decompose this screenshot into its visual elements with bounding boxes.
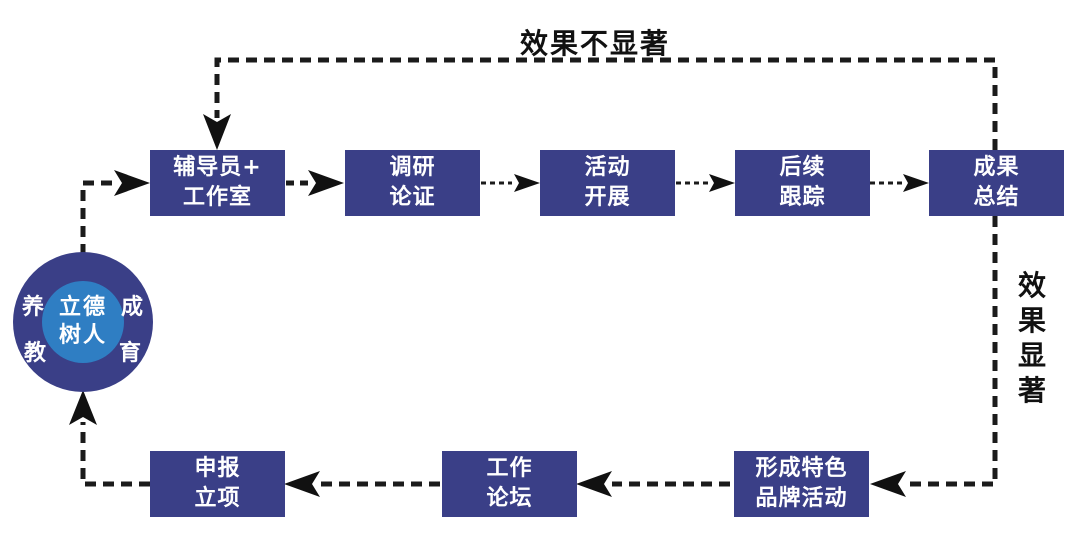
loop-not-significant: [214, 57, 998, 150]
box-line: 跟踪: [779, 185, 826, 210]
box-line: 后续: [779, 155, 826, 180]
label-significant: 效 果 显 著: [1013, 268, 1053, 408]
box-line: 成果: [973, 155, 1020, 180]
box-counselor-studio: 辅导员+ 工作室: [150, 150, 285, 216]
box-line: 立项: [194, 486, 241, 511]
box-line: 调研: [389, 155, 436, 180]
core-line: 树人: [58, 323, 107, 348]
arrowhead-b3: [514, 174, 540, 192]
box-apply-project: 申报 立项: [150, 451, 285, 517]
label-char: 果: [1017, 304, 1048, 337]
box-line: 辅导员+: [173, 155, 262, 180]
box-line: 品牌活动: [755, 486, 848, 511]
arrowhead-b5: [903, 174, 929, 192]
box-followup: 后续 跟踪: [735, 150, 870, 216]
arrowhead-b1: [114, 170, 150, 196]
arrowhead-loop: [203, 114, 231, 150]
arrowhead-b8: [284, 471, 320, 497]
box-forum: 工作 论坛: [442, 451, 577, 517]
box-research: 调研 论证: [345, 150, 480, 216]
label-not-significant: 效果不显著: [520, 27, 671, 60]
box-brand-activity: 形成特色 品牌活动: [734, 451, 869, 517]
ring-char-yu: 育: [118, 341, 141, 366]
box-line: 申报: [194, 456, 241, 481]
path-circle-b1: [80, 180, 118, 255]
core-line: 立德: [58, 295, 107, 320]
core-circle-inner: [42, 281, 124, 363]
label-char: 显: [1017, 339, 1048, 372]
path-b8-circle: [80, 422, 150, 487]
label-char: 著: [1017, 374, 1048, 407]
box-line: 工作: [486, 456, 533, 481]
arrowhead-b4: [709, 174, 735, 192]
box-line: 总结: [973, 185, 1020, 210]
path-significant: [908, 216, 998, 487]
box-line: 工作室: [182, 185, 252, 210]
box-line: 活动: [584, 155, 631, 180]
box-summary: 成果 总结: [929, 150, 1064, 216]
arrowhead-b7: [576, 471, 612, 497]
ring-char-jiao: 教: [23, 341, 46, 366]
box-line: 论证: [389, 185, 436, 210]
box-line: 形成特色: [755, 456, 848, 481]
core-text: 立德 树人: [43, 294, 123, 350]
arrowhead-circle: [69, 390, 97, 425]
ring-char-yang: 养: [21, 295, 44, 320]
arrowhead-b2: [308, 170, 344, 196]
box-activity: 活动 开展: [540, 150, 675, 216]
box-line: 论坛: [486, 486, 533, 511]
ring-char-cheng: 成: [120, 295, 143, 320]
arrowhead-b6: [870, 471, 906, 497]
box-line: 开展: [584, 185, 631, 210]
label-char: 效: [1017, 269, 1048, 302]
